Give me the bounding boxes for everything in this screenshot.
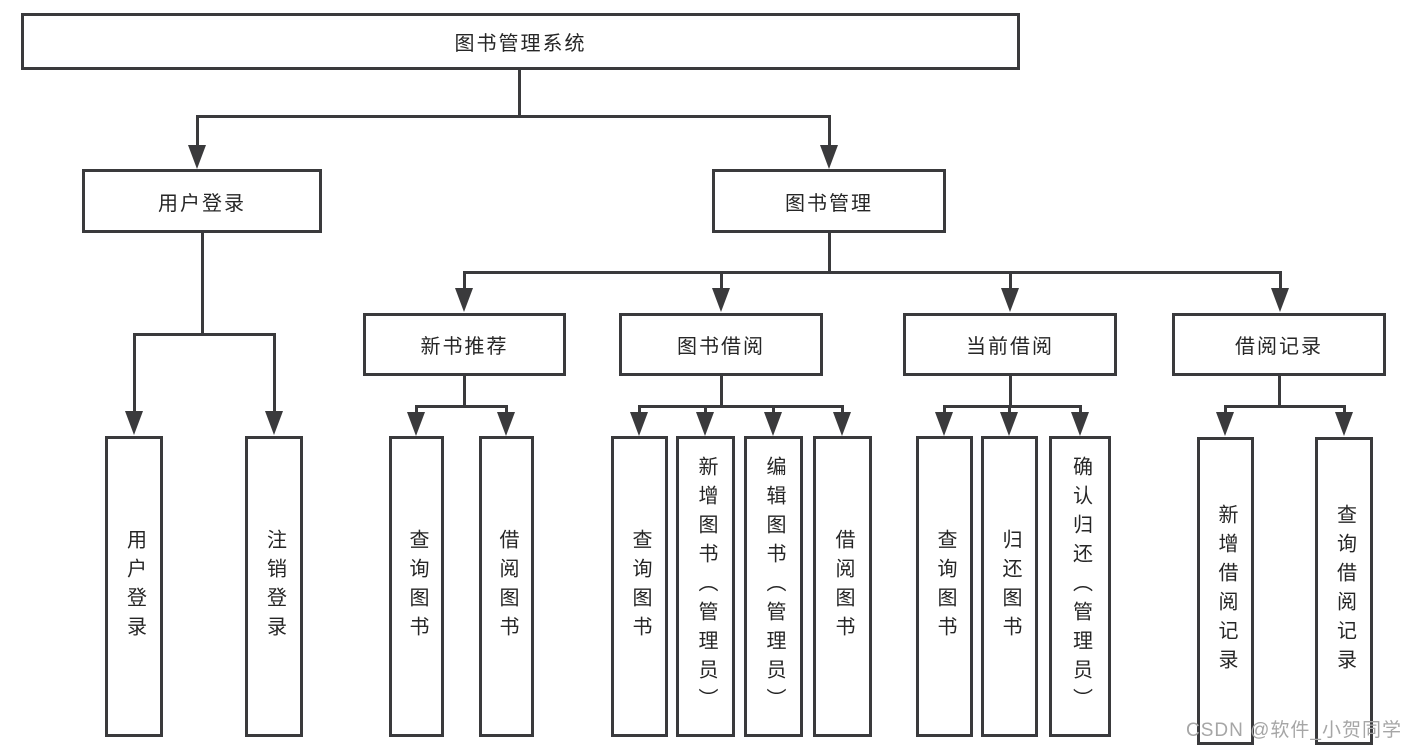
node-label: 新书推荐 xyxy=(420,336,509,358)
node-borrowing-records: 借阅记录 xyxy=(1172,313,1386,376)
edge-line xyxy=(196,115,199,146)
edge-line xyxy=(415,405,508,408)
arrowhead-icon xyxy=(833,412,851,436)
leaf-label: 用户登录 xyxy=(123,528,146,645)
leaf-label: 借阅图书 xyxy=(496,528,518,645)
edge-line xyxy=(828,115,831,146)
leaf-label: 新增借阅记录 xyxy=(1215,504,1237,678)
edge-line xyxy=(828,232,831,273)
edge-line xyxy=(463,375,466,408)
arrowhead-icon xyxy=(630,412,648,436)
node-label: 图书管理系统 xyxy=(454,33,587,55)
node-user-login: 用户登录 xyxy=(82,169,322,233)
arrowhead-icon xyxy=(1271,288,1289,312)
leaf-cb-confirm-return-admin: 确认归还（管理员） xyxy=(1049,436,1111,737)
edge-line xyxy=(720,375,723,408)
edge-line xyxy=(133,333,276,336)
edge-line xyxy=(201,232,204,335)
arrowhead-icon xyxy=(820,145,838,169)
leaf-label: 新增图书（管理员） xyxy=(695,456,717,717)
leaf-user-login: 用户登录 xyxy=(105,436,163,737)
leaf-label: 注销登录 xyxy=(263,528,286,645)
edge-line xyxy=(273,333,276,412)
arrowhead-icon xyxy=(696,412,714,436)
arrowhead-icon xyxy=(935,412,953,436)
leaf-label: 查询图书 xyxy=(934,528,956,645)
leaf-label: 归还图书 xyxy=(999,528,1021,645)
arrowhead-icon xyxy=(455,288,473,312)
arrowhead-icon xyxy=(125,411,143,435)
edge-line xyxy=(704,405,707,414)
node-new-book-recommendation: 新书推荐 xyxy=(363,313,566,376)
node-label: 用户登录 xyxy=(158,192,246,215)
leaf-cb-return-books: 归还图书 xyxy=(981,436,1038,737)
node-label: 当前借阅 xyxy=(966,336,1054,358)
edge-line xyxy=(463,271,466,288)
leaf-bb-edit-book-admin: 编辑图书（管理员） xyxy=(744,436,803,737)
edge-line xyxy=(1343,405,1346,414)
arrowhead-icon xyxy=(1001,288,1019,312)
node-library-management-system: 图书管理系统 xyxy=(21,13,1020,70)
leaf-nbr-borrow-books: 借阅图书 xyxy=(479,436,534,737)
edge-line xyxy=(943,405,1082,408)
arrowhead-icon xyxy=(712,288,730,312)
node-book-borrowing: 图书借阅 xyxy=(619,313,823,376)
leaf-label: 借阅图书 xyxy=(832,528,854,645)
edge-line xyxy=(1279,271,1282,288)
leaf-label: 查询图书 xyxy=(629,528,651,645)
edge-line xyxy=(1224,405,1346,408)
node-label: 图书借阅 xyxy=(677,336,765,358)
arrowhead-icon xyxy=(1000,412,1018,436)
leaf-br-query-record: 查询借阅记录 xyxy=(1315,437,1373,745)
edge-line xyxy=(518,70,521,116)
leaf-nbr-query-books: 查询图书 xyxy=(389,436,444,737)
edge-line xyxy=(1079,405,1082,414)
edge-line xyxy=(1008,405,1011,414)
leaf-br-add-record: 新增借阅记录 xyxy=(1197,437,1254,745)
leaf-label: 查询图书 xyxy=(406,528,428,645)
arrowhead-icon xyxy=(1216,412,1234,436)
arrowhead-icon xyxy=(764,412,782,436)
edge-line xyxy=(638,405,844,408)
edge-line xyxy=(1224,405,1227,414)
edge-line xyxy=(720,271,723,288)
edge-line xyxy=(415,405,418,414)
edge-line xyxy=(772,405,775,414)
arrowhead-icon xyxy=(497,412,515,436)
arrowhead-icon xyxy=(1071,412,1089,436)
edge-line xyxy=(463,271,1281,274)
watermark: CSDN @软件_小贺同学 xyxy=(1186,720,1402,741)
leaf-label: 查询借阅记录 xyxy=(1333,504,1356,678)
edge-line xyxy=(841,405,844,414)
leaf-bb-borrow-books: 借阅图书 xyxy=(813,436,872,737)
edge-line xyxy=(1278,375,1281,408)
leaf-label: 确认归还（管理员） xyxy=(1069,456,1092,717)
edge-line xyxy=(196,115,831,118)
leaf-bb-add-book-admin: 新增图书（管理员） xyxy=(676,436,735,737)
edge-line xyxy=(638,405,641,414)
arrowhead-icon xyxy=(407,412,425,436)
node-current-borrowing: 当前借阅 xyxy=(903,313,1117,376)
arrowhead-icon xyxy=(265,411,283,435)
leaf-logout: 注销登录 xyxy=(245,436,303,737)
leaf-bb-query-books: 查询图书 xyxy=(611,436,668,737)
edge-line xyxy=(943,405,946,414)
edge-line xyxy=(505,405,508,414)
leaf-cb-query-books: 查询图书 xyxy=(916,436,973,737)
arrowhead-icon xyxy=(188,145,206,169)
node-label: 图书管理 xyxy=(785,192,873,215)
edge-line xyxy=(1009,271,1012,288)
edge-line xyxy=(133,333,136,412)
arrowhead-icon xyxy=(1335,412,1353,436)
node-book-management: 图书管理 xyxy=(712,169,946,233)
leaf-label: 编辑图书（管理员） xyxy=(763,456,785,717)
edge-line xyxy=(1009,375,1012,408)
node-label: 借阅记录 xyxy=(1235,336,1323,358)
